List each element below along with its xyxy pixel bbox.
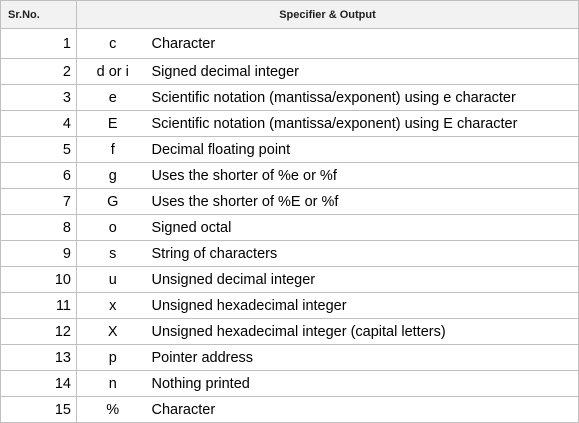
format-specifier: o	[76, 214, 149, 241]
format-specifier: p	[76, 344, 149, 371]
row-number: 11	[0, 292, 77, 319]
output-description: Unsigned hexadecimal integer (capital le…	[148, 318, 579, 345]
output-description: Uses the shorter of %e or %f	[148, 162, 579, 189]
row-number: 3	[0, 84, 77, 111]
format-specifier: c	[76, 28, 149, 59]
format-specifier: u	[76, 266, 149, 293]
row-number: 7	[0, 188, 77, 215]
format-specifier: X	[76, 318, 149, 345]
row-number: 6	[0, 162, 77, 189]
output-description: Character	[148, 396, 579, 423]
column-header-specifier-output: Specifier & Output	[76, 0, 579, 29]
format-specifier: f	[76, 136, 149, 163]
output-description: Scientific notation (mantissa/exponent) …	[148, 110, 579, 137]
row-number: 5	[0, 136, 77, 163]
row-number: 9	[0, 240, 77, 267]
row-number: 14	[0, 370, 77, 397]
table-row: 15%Character	[0, 396, 579, 423]
row-number: 8	[0, 214, 77, 241]
format-specifier: g	[76, 162, 149, 189]
row-number: 15	[0, 396, 77, 423]
row-number: 1	[0, 28, 77, 59]
format-specifier: d or i	[76, 58, 149, 85]
format-specifier: e	[76, 84, 149, 111]
format-specifier: E	[76, 110, 149, 137]
format-specifier: s	[76, 240, 149, 267]
output-description: Signed decimal integer	[148, 58, 579, 85]
output-description: Decimal floating point	[148, 136, 579, 163]
output-description: Signed octal	[148, 214, 579, 241]
row-number: 12	[0, 318, 77, 345]
table-header-row: Sr.No. Specifier & Output	[0, 0, 579, 29]
column-header-number: Sr.No.	[0, 0, 77, 29]
output-description: String of characters	[148, 240, 579, 267]
output-description: Pointer address	[148, 344, 579, 371]
output-description: Nothing printed	[148, 370, 579, 397]
row-number: 10	[0, 266, 77, 293]
output-description: Unsigned hexadecimal integer	[148, 292, 579, 319]
output-description: Unsigned decimal integer	[148, 266, 579, 293]
output-description: Uses the shorter of %E or %f	[148, 188, 579, 215]
output-description: Scientific notation (mantissa/exponent) …	[148, 84, 579, 111]
format-specifier: %	[76, 396, 149, 423]
format-specifier: n	[76, 370, 149, 397]
row-number: 4	[0, 110, 77, 137]
format-specifier: G	[76, 188, 149, 215]
row-number: 2	[0, 58, 77, 85]
row-number: 13	[0, 344, 77, 371]
format-specifier: x	[76, 292, 149, 319]
output-description: Character	[148, 28, 579, 59]
